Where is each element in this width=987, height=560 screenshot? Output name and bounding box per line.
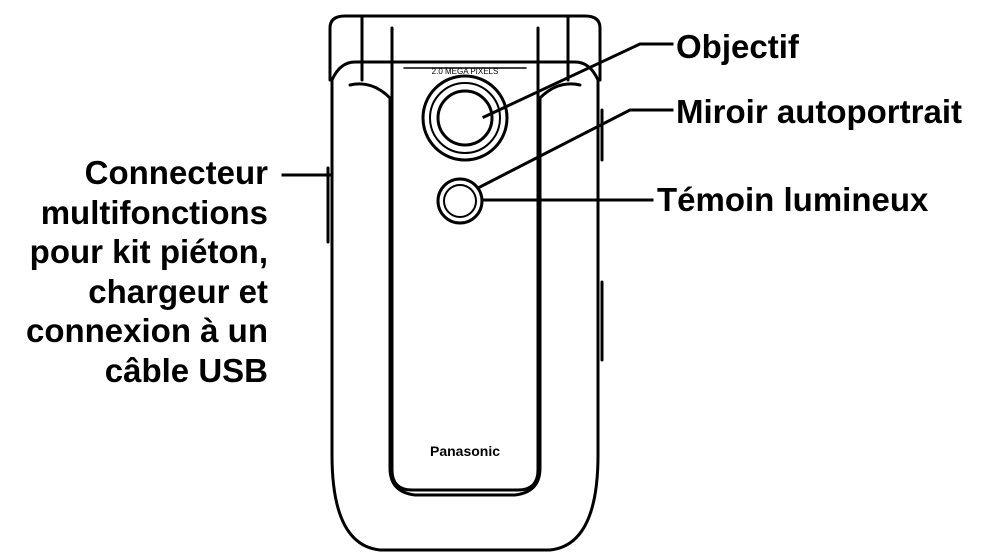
camera-lens-ring: [429, 82, 501, 154]
phone-hinge: [328, 14, 602, 82]
connecteur-line-2: multifonctions: [40, 193, 268, 231]
connecteur-line-1: Connecteur: [84, 154, 268, 191]
connecteur-line-6: câble USB: [104, 351, 268, 389]
phone-body: [330, 60, 600, 552]
brand-logo: Panasonic: [430, 443, 500, 459]
label-miroir-autoportrait: Miroir autoportrait: [676, 93, 962, 130]
connecteur-line-4: chargeur et: [88, 272, 268, 310]
label-temoin-lumineux: Témoin lumineux: [657, 181, 929, 218]
camera-caption: 2.0 MEGA PIXELS: [432, 67, 499, 76]
camera-lens-inner: [436, 89, 494, 147]
connecteur-line-3: pour kit piéton,: [29, 233, 268, 270]
camera-lens-outer: [421, 74, 509, 162]
phone-back-panel: [348, 82, 582, 497]
connecteur-line-5: connexion à un: [25, 312, 268, 349]
phone-center-panel: [390, 26, 540, 492]
label-connecteur-multifonctions: Connecteur multifonctions pour kit piéto…: [26, 153, 268, 390]
callout-line-miroir: [475, 108, 674, 191]
mirror-inner: [443, 184, 477, 218]
label-objectif: Objectif: [676, 28, 799, 65]
callout-line-objectif: [482, 42, 674, 119]
